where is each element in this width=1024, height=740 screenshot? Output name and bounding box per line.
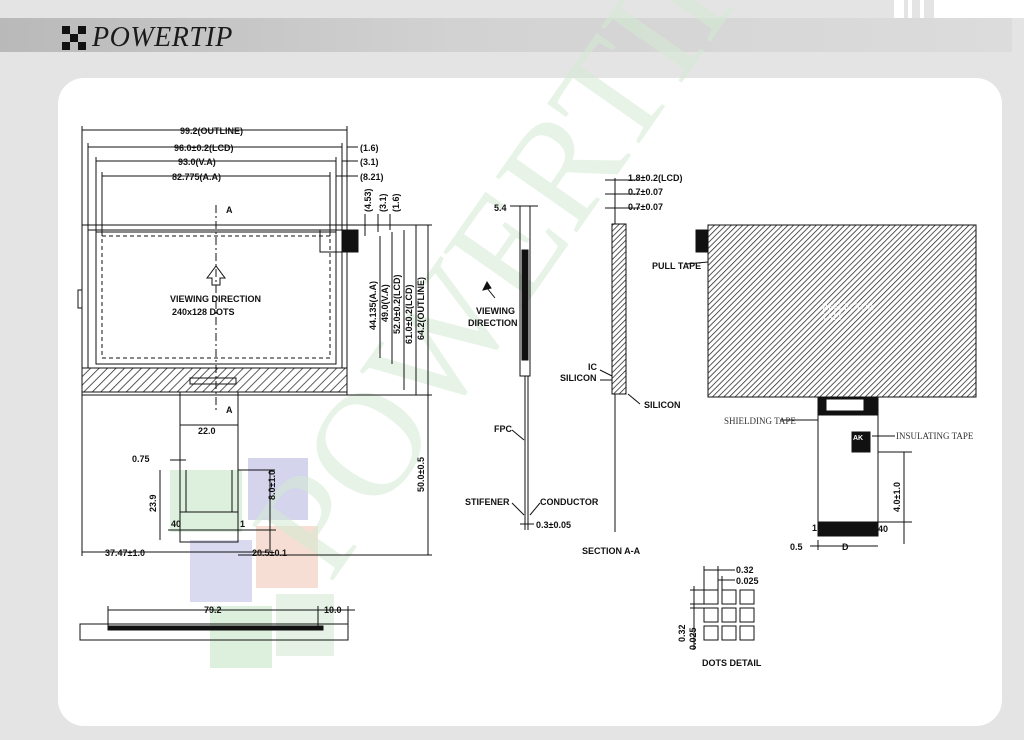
silicon-label-2: SILICON bbox=[644, 400, 681, 410]
dots-detail-labels: 0.32 0.025 0.32 0.025 DOTS DETAIL bbox=[677, 565, 762, 668]
dim-outline-width: 99.2(OUTLINE) bbox=[180, 126, 243, 136]
dim-aa-height: 44.135(A.A) bbox=[368, 281, 378, 330]
header-stripes bbox=[894, 0, 1024, 18]
dots-dim-032: 0.32 bbox=[736, 565, 754, 575]
dim-outline-height: 64.2(OUTLINE) bbox=[416, 277, 426, 340]
dim-lcd-height-2: 61.0±0.2(LCD) bbox=[404, 285, 414, 344]
dim-1-8: 1.8±0.2(LCD) bbox=[628, 173, 682, 183]
shielding-tape-label: SHIELDING TAPE bbox=[724, 416, 796, 426]
dots-dim-v025: 0.025 bbox=[688, 627, 698, 650]
dim-4-0: 4.0±1.0 bbox=[892, 482, 902, 512]
dim-va-width: 93.0(V.A) bbox=[178, 157, 216, 167]
ak-label: AK bbox=[853, 435, 863, 442]
dim-aa-width: 82.775(A.A) bbox=[172, 172, 221, 182]
dim-d: D bbox=[842, 542, 849, 552]
brand-checker-icon bbox=[62, 26, 86, 50]
section-view bbox=[482, 178, 641, 532]
dim-10-0: 10.0 bbox=[324, 605, 342, 615]
front-view-labels: 99.2(OUTLINE) 96.0±0.2(LCD) 93.0(V.A) 82… bbox=[105, 126, 426, 558]
dim-r31: (3.1) bbox=[360, 157, 379, 167]
dots-detail-title: DOTS DETAIL bbox=[702, 658, 762, 668]
dots-label: 240x128 DOTS bbox=[172, 307, 235, 317]
conductor-label: CONDUCTOR bbox=[540, 497, 599, 507]
dots-detail bbox=[690, 566, 755, 650]
insulating-tape-label: INSULATING TAPE bbox=[896, 431, 974, 441]
dim-fpc-width: 22.0 bbox=[198, 426, 216, 436]
dim-lcd-width: 96.0±0.2(LCD) bbox=[174, 143, 233, 153]
reflector-label-2: TAPE bbox=[822, 312, 844, 322]
dots-dim-v032: 0.32 bbox=[677, 624, 687, 642]
dim-8-0: 8.0±1.0 bbox=[267, 470, 277, 500]
section-title: SECTION A-A bbox=[582, 546, 641, 556]
back-view-labels: PULL TAPE REFLECTOR TAPE SHIELDING TAPE … bbox=[652, 261, 974, 552]
back-pin-40: 40 bbox=[878, 524, 888, 534]
pin-40-label: 40 bbox=[171, 519, 181, 529]
viewing-direction-label: VIEWING DIRECTION bbox=[170, 294, 261, 304]
brand-name: POWERTIP bbox=[92, 22, 233, 53]
dim-pitch: 0.75 bbox=[132, 454, 150, 464]
dim-v16: (1.6) bbox=[391, 193, 401, 212]
pull-tape-label: PULL TAPE bbox=[652, 261, 701, 271]
bottom-view bbox=[79, 606, 355, 641]
fpc-label: FPC bbox=[494, 424, 513, 434]
dim-5-4: 5.4 bbox=[494, 203, 507, 213]
watermark: POWERTIP bbox=[170, 0, 782, 668]
dim-0-3: 0.3±0.05 bbox=[536, 520, 571, 530]
dim-left-offset: 37.47±1.0 bbox=[105, 548, 145, 558]
dim-v31: (3.1) bbox=[378, 193, 388, 212]
dim-23-9: 23.9 bbox=[148, 494, 158, 512]
section-mark-bottom: A bbox=[226, 405, 233, 415]
back-pin-1: 1 bbox=[812, 523, 817, 533]
section-labels: 5.4 1.8±0.2(LCD) 0.7±0.07 0.7±0.07 VIEWI… bbox=[465, 173, 682, 556]
dim-r821: (8.21) bbox=[360, 172, 384, 182]
dim-79-2: 79.2 bbox=[204, 605, 222, 615]
dim-pin-offset: 20.5±0.1 bbox=[252, 548, 287, 558]
dim-r16: (1.6) bbox=[360, 143, 379, 153]
brand-logo: POWERTIP bbox=[62, 22, 233, 54]
watermark-text: POWERTIP bbox=[221, 0, 782, 604]
dim-0-7-a: 0.7±0.07 bbox=[628, 187, 663, 197]
section-mark-top: A bbox=[226, 205, 233, 215]
dim-0-7-b: 0.7±0.07 bbox=[628, 202, 663, 212]
dots-dim-025: 0.025 bbox=[736, 576, 759, 586]
front-view bbox=[77, 126, 432, 556]
reflector-label-1: REFLECTOR bbox=[822, 302, 873, 312]
ic-label: IC bbox=[588, 362, 598, 372]
dim-va-height: 49.0(V.A) bbox=[380, 284, 390, 322]
dim-0-5: 0.5 bbox=[790, 542, 803, 552]
header-bar: POWERTIP bbox=[0, 18, 1012, 54]
dim-lcd-height: 52.0±0.2(LCD) bbox=[392, 275, 402, 334]
back-view bbox=[685, 224, 977, 550]
stifener-label: STIFENER bbox=[465, 497, 510, 507]
dim-total-height: 50.0±0.5 bbox=[416, 457, 426, 492]
silicon-label-1: SILICON bbox=[560, 373, 597, 383]
section-viewing-2: DIRECTION bbox=[468, 318, 518, 328]
section-viewing-1: VIEWING bbox=[476, 306, 515, 316]
pin-1-label: 1 bbox=[240, 519, 245, 529]
dim-v453: (4.53) bbox=[363, 188, 373, 212]
